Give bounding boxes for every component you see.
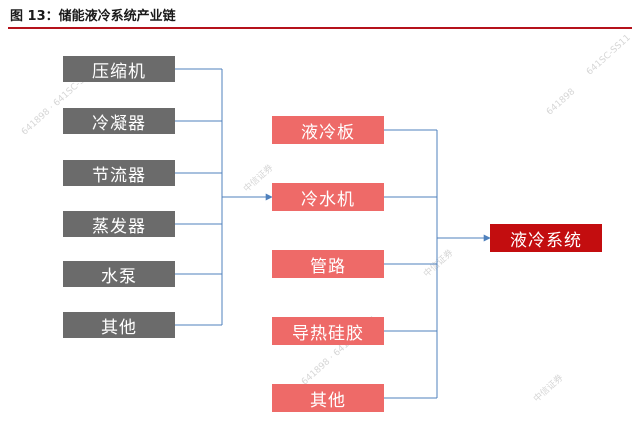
node-thermal-silicone: 导热硅胶 [272, 317, 384, 345]
node-piping: 管路 [272, 250, 384, 278]
node-water-pump: 水泵 [63, 261, 175, 287]
node-compressor: 压缩机 [63, 56, 175, 82]
node-liquid-cooling-system: 液冷系统 [490, 224, 602, 252]
node-cold-plate: 液冷板 [272, 116, 384, 144]
node-chiller: 冷水机 [272, 183, 384, 211]
node-throttle: 节流器 [63, 160, 175, 186]
node-condenser: 冷凝器 [63, 108, 175, 134]
figure-title: 图 13：储能液冷系统产业链 [10, 9, 176, 24]
node-source-other: 其他 [63, 312, 175, 338]
node-component-other: 其他 [272, 384, 384, 412]
title-divider [8, 27, 632, 29]
node-evaporator: 蒸发器 [63, 211, 175, 237]
